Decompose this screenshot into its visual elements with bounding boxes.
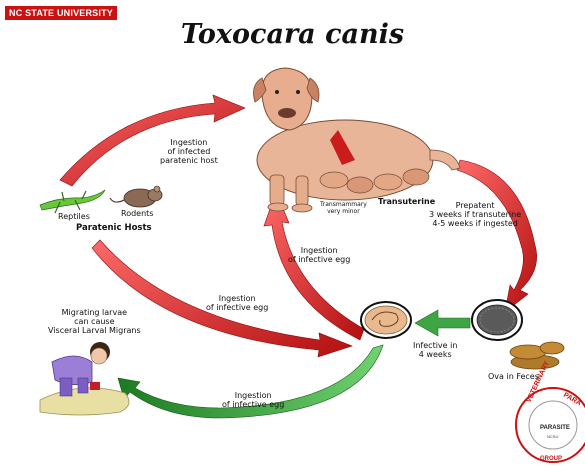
infective-egg-icon [361, 302, 411, 338]
logo-center-text: PARASITE [540, 425, 570, 431]
arrow-dog-to-feces [457, 160, 537, 312]
label-paratenic-hosts: Paratenic Hosts [76, 224, 152, 234]
child-illustration [40, 342, 129, 415]
feces-egg-icon [472, 300, 522, 340]
arrow-embryonation [415, 310, 470, 336]
label-ova-in-feces: Ova in Feces [488, 372, 539, 381]
label-reptiles: Reptiles [58, 212, 90, 221]
logo-sub-text: NCSU [547, 434, 558, 439]
label-rodents: Rodents [121, 209, 153, 218]
label-transuterine: Transuterine [378, 197, 435, 206]
logo-ring-bottom: GROUP [540, 456, 562, 462]
feces-icon [510, 342, 564, 369]
rodent-icon [110, 186, 162, 207]
dog-illustration [254, 68, 460, 212]
reptile-icon [40, 190, 105, 213]
